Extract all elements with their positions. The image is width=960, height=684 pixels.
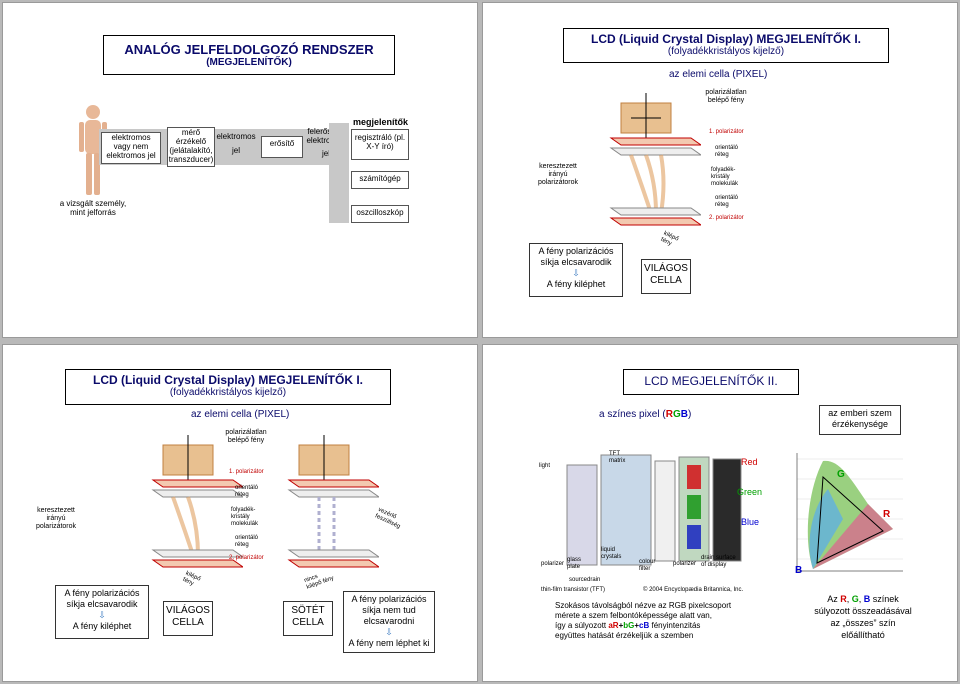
slide2-layer-1: 1. polarizátor [709,129,744,135]
diag-colour-filter: colour filter [639,559,656,572]
slide2-result-box: VILÁGOS CELLA [641,259,691,294]
cie-chromaticity-diagram [783,449,905,579]
slide3-note-a-box: A fény polarizációs síkja elcsavarodik ⇩… [55,585,149,639]
diag-drain-surface: drain surface of display [701,555,736,568]
slide3-subtitle: az elemi cella (PIXEL) [191,409,290,420]
slide4-title-box: LCD MEGJELENÍTŐK II. [623,369,799,395]
label-green: Green [737,487,763,497]
slide2-layer-2: orientáló réteg [715,145,739,158]
eye-sensitivity-box: az emberi szem érzékenysége [819,405,901,435]
slide2-layer-5: 2. polarizátor [709,215,744,221]
diag-tft-matrix: TFT matrix [609,451,626,464]
slide2-title-box: LCD (Liquid Crystal Display) MEGJELENÍTŐ… [563,28,889,63]
slide3-layer-5: 2. polarizátor [229,555,264,561]
slide-analog-system: ANALÓG JELFELDOLGOZÓ RENDSZER (MEGJELENÍ… [2,2,478,338]
diag-drain: drain [587,577,601,583]
diag-glass-plate: glass plate [567,557,582,570]
diag-light: light [539,463,551,469]
slide3-title-box: LCD (Liquid Crystal Display) MEGJELENÍTŐ… [65,369,391,405]
slide2-unpolarized-label: polarizálatlan belépő fény [705,89,747,104]
slide2-lcd-cell-diagram [609,93,701,226]
slide3-result-b-box: SÖTÉT CELLA [283,601,333,636]
slide2-subtitle: az elemi cella (PIXEL) [669,69,768,80]
display-recorder: regisztráló (pl. X-Y író) [351,129,409,160]
box-electric: elektromos [216,132,256,141]
slide3-layer-2: orientáló réteg [235,485,259,498]
box-sensor: mérő érzékelő (jelátalakító, transzducer… [167,127,215,167]
displays-title: megjelenítők [353,117,409,127]
slide1-subtitle: (MEGJELENÍTŐK) [206,57,292,68]
diag-polarizer-1: polarizer [541,561,565,567]
slide2-title: LCD (Liquid Crystal Display) MEGJELENÍTŐ… [590,32,862,46]
slide4-title: LCD MEGJELENÍTŐK II. [644,374,778,388]
display-oscilloscope: oszcilloszkóp [351,205,409,223]
slide3-result-a-box: VILÁGOS CELLA [163,601,213,636]
display-connector [329,123,349,223]
slide3-layer-4: orientáló réteg [235,535,259,548]
slide3-title: LCD (Liquid Crystal Display) MEGJELENÍTŐ… [92,373,364,387]
slide3-crossed-polarizers: keresztezett irányú polarizátorok [35,507,77,530]
display-computer: számítógép [351,171,409,189]
slide1-title-box: ANALÓG JELFELDOLGOZÓ RENDSZER (MEGJELENÍ… [103,35,395,75]
slide1-title: ANALÓG JELFELDOLGOZÓ RENDSZER [124,42,374,57]
slide3-unpolarized-label: polarizálatlan belépő fény [225,429,267,444]
cie-label-r: R [883,509,891,520]
slide-lcd-2: LCD MEGJELENÍTŐK II. a színes pixel (RGB… [482,344,958,682]
slide2-layer-4: orientáló réteg [715,195,739,208]
slide3-lcd-cell-dark [287,435,379,568]
label-red: Red [741,457,758,467]
slide3-layer-1: 1. polarizátor [229,469,264,475]
slide3-title-sub: (folyadékkristályos kijelző) [169,387,287,398]
diag-liquid-crystals: liquid crystals [601,547,622,560]
diag-copyright: © 2004 Encyclopædia Britannica, Inc. [643,587,744,593]
slide2-layer-3: folyadék-kristály molekulák [711,167,739,187]
slide3-lcd-cell-bright [151,435,243,568]
diag-polarizer-2: polarizer [673,561,697,567]
diag-tft: thin-film transistor (TFT) [541,587,606,593]
slide-lcd-1: LCD (Liquid Crystal Display) MEGJELENÍTŐ… [482,2,958,338]
cie-label-g: G [837,469,845,480]
diag-source: source [569,577,588,583]
slide-lcd-1-dark: LCD (Liquid Crystal Display) MEGJELENÍTŐ… [2,344,478,682]
slide2-note-box: A fény polarizációs síkja elcsavarodik ⇩… [529,243,623,297]
box-amplifier: erősítő [261,136,303,158]
box-signal-2: jel [231,146,240,155]
slide2-crossed-polarizers: keresztezett irányú polarizátorok [537,163,579,186]
cie-label-b: B [795,565,803,576]
slide2-exit-label: kilépő fény [659,230,680,248]
slide4-subtitle: a színes pixel (RGB) [599,409,692,420]
slide4-right-text: Az R, G, B színek súlyozott összeadásáva… [814,594,912,640]
label-blue: Blue [741,517,760,527]
person-caption: a vizsgált személy, mint jelforrás [59,199,127,217]
slide2-title-sub: (folyadékkristályos kijelző) [667,46,785,57]
box-signal: elektromos vagy nem elektromos jel [101,132,161,164]
box-signal-3: jel [321,149,330,158]
slide3-layer-3: folyadék-kristály molekulák [231,507,259,527]
slide3-note-b-box: A fény polarizációs síkja nem tud elcsav… [343,591,435,653]
box-amplified: felerősített elektromos [306,127,346,145]
slide4-body-text: Szokásos távolságból nézve az RGB pixelc… [555,601,732,640]
rgb-pixel-diagram [537,445,769,587]
